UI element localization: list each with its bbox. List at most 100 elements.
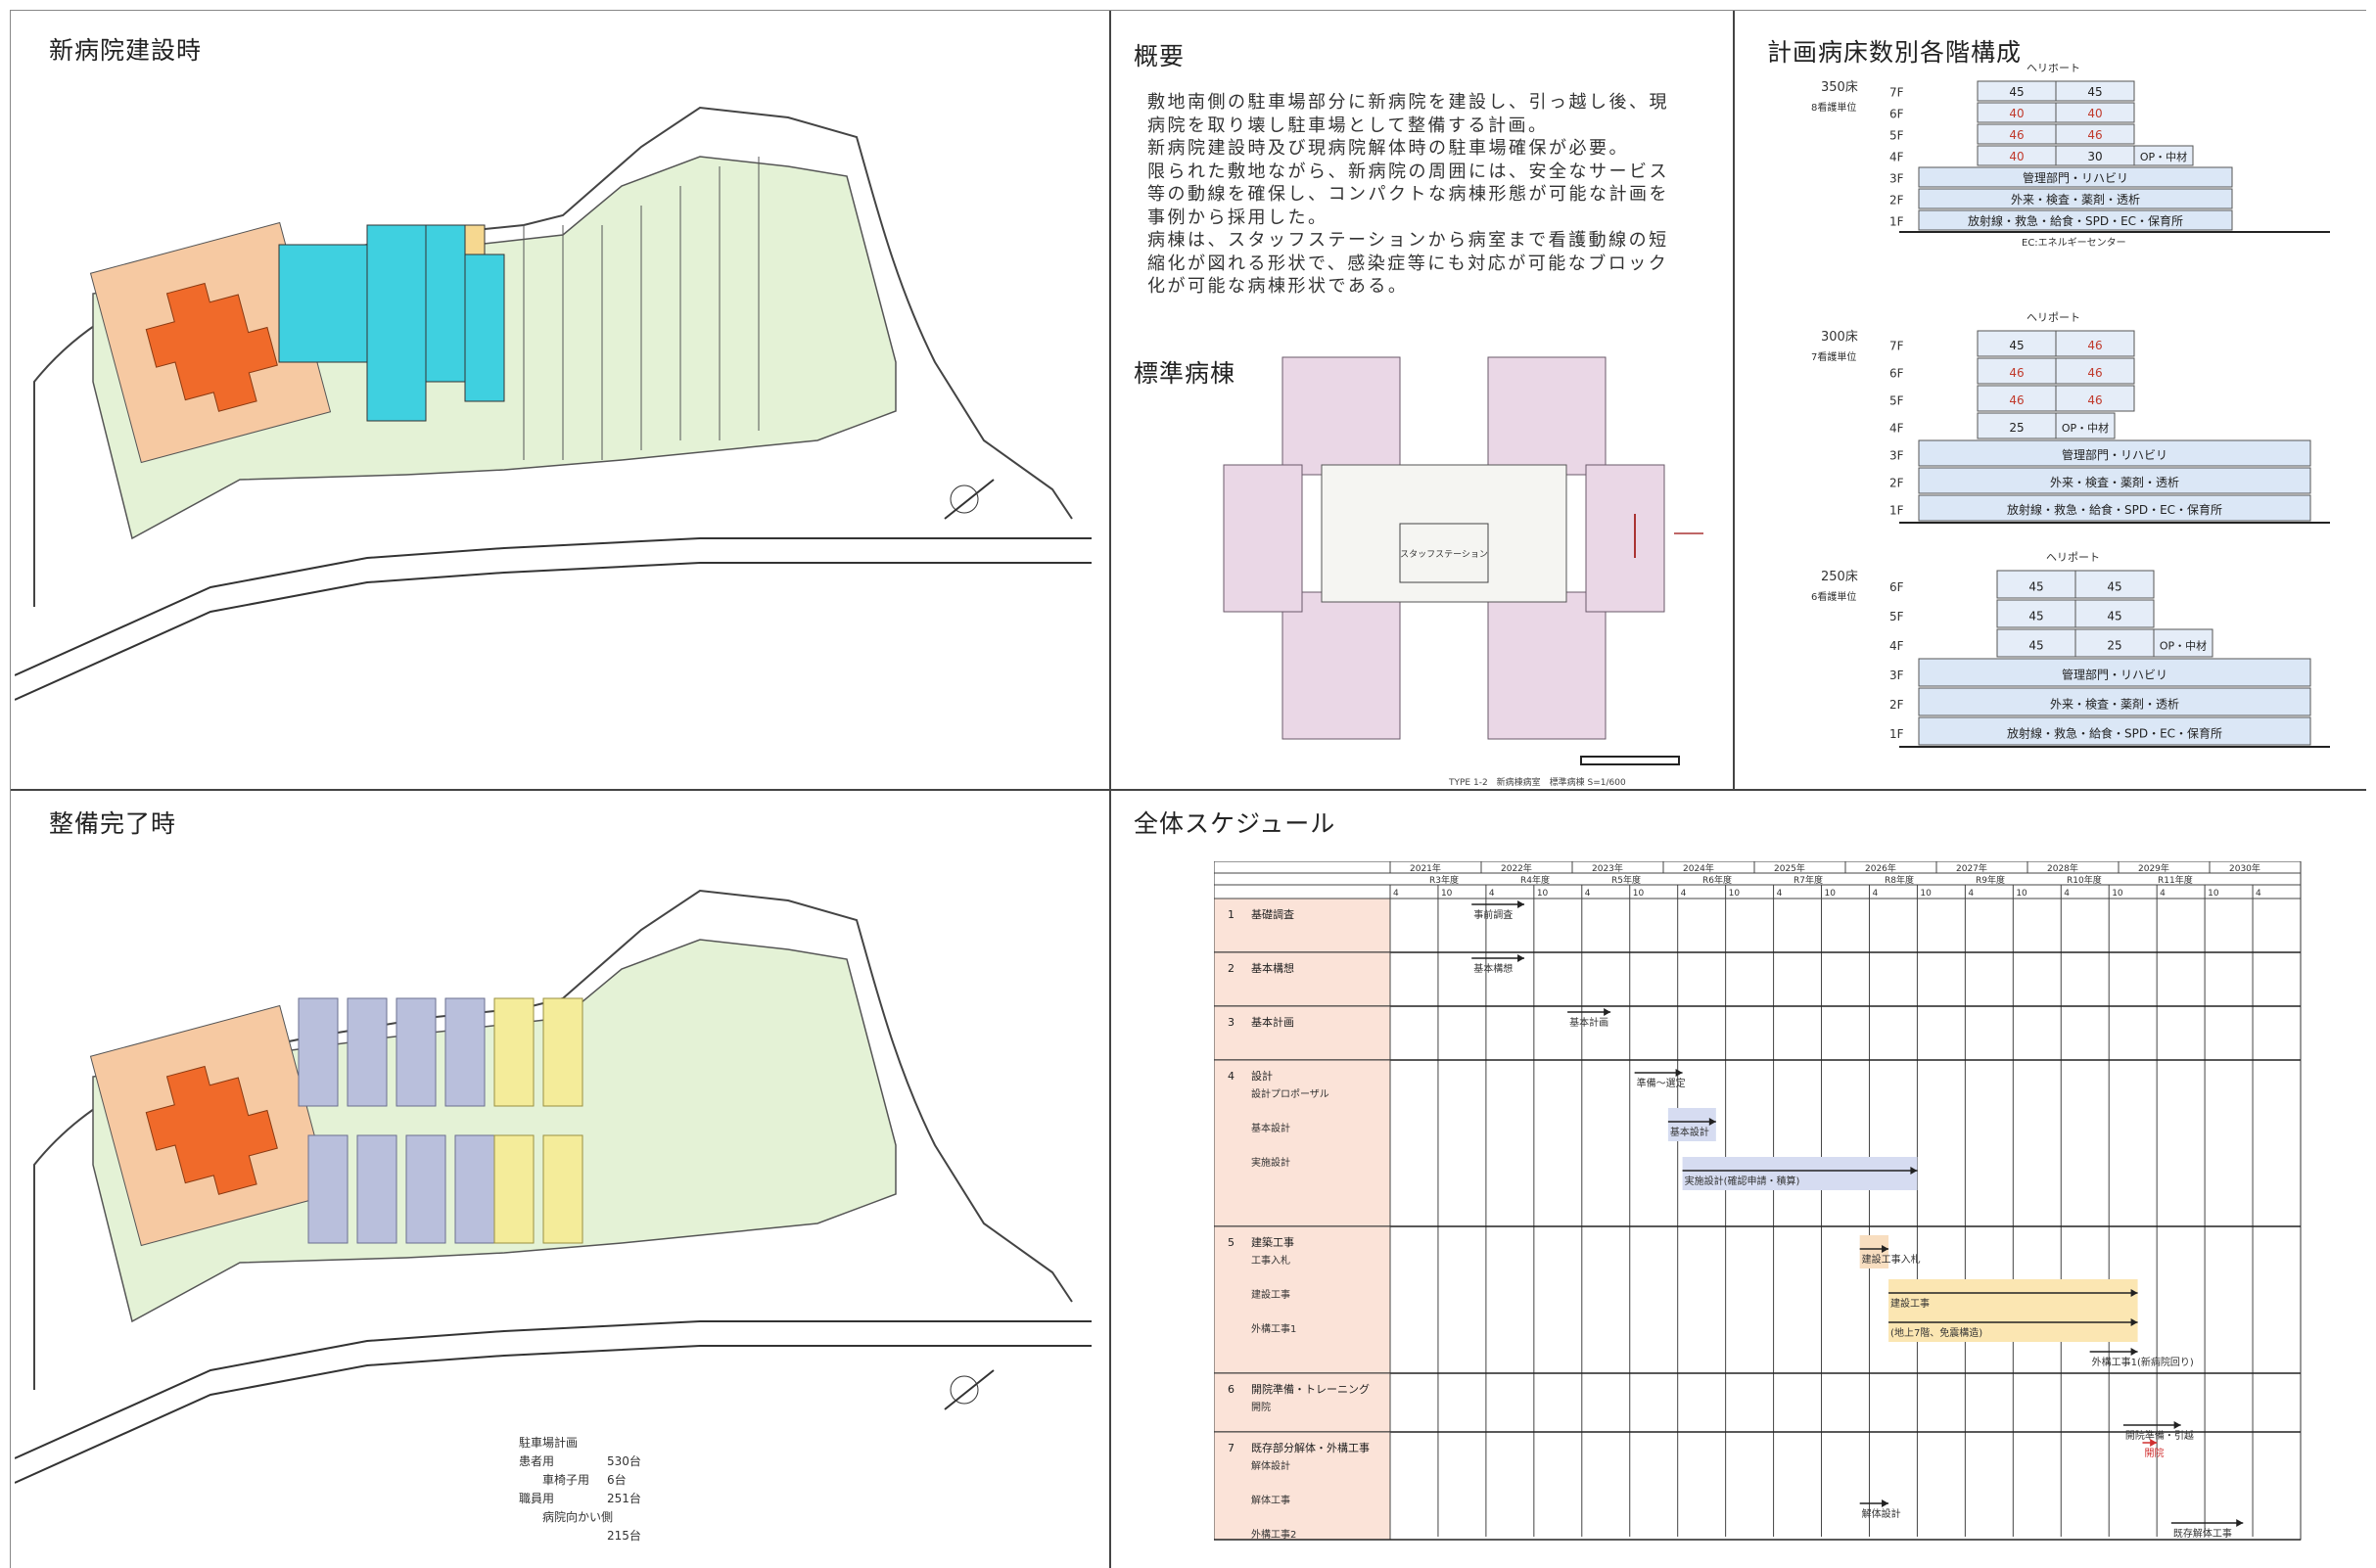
gantt-bar-label: 建設工事入札 <box>1862 1253 1921 1266</box>
ward-cell <box>2055 385 2135 412</box>
ward-cell-value: 46 <box>2087 393 2102 407</box>
gantt-bar-label: 開院準備・引越 <box>2125 1429 2194 1442</box>
title-overview: 概要 <box>1134 42 1186 70</box>
existing-hospital-wing-c <box>464 254 505 402</box>
gantt-bar-fill <box>1682 1157 1918 1190</box>
parking-row: 215台 <box>607 1529 641 1543</box>
month-label: 10 <box>1441 889 1453 899</box>
existing-hospital-wing-a <box>366 224 427 422</box>
month-label: 10 <box>1825 889 1837 899</box>
year-label: 2028年 <box>2047 862 2078 874</box>
section-subtask: 解体工事 <box>1251 1494 1290 1506</box>
overview-line: 敷地南側の駐車場部分に新病院を建設し、引っ越し後、現 <box>1147 92 1669 113</box>
floor-bar-label: 放射線・救急・給食・SPD・EC・保育所 <box>2007 725 2222 740</box>
fiscal-label: R8年度 <box>1885 874 1914 886</box>
floor-label: 1F <box>1889 504 1904 518</box>
new-hospital-building <box>145 282 278 412</box>
fiscal-label: R6年度 <box>1702 874 1732 886</box>
ward-cell-value: 46 <box>2009 128 2024 142</box>
overview-line: 縮化が図れる形状で、感染症等にも対応が可能なブロック <box>1147 253 1669 274</box>
section-label-cell <box>1214 1372 1391 1433</box>
gantt-bar-label: 外構工事1(新病院回り) <box>2092 1356 2194 1368</box>
gantt-bar: 外構工事1(新病院回り) <box>2089 1348 2194 1368</box>
section-subtask: 外構工事1 <box>1251 1322 1296 1335</box>
floor-label: 6F <box>1889 367 1904 381</box>
ward-cell-value: 45 <box>2009 339 2024 352</box>
floor-bar-label: 外来・検査・薬剤・透析 <box>2050 475 2179 489</box>
year-label: 2025年 <box>1774 862 1805 874</box>
gantt-bar: 開院 <box>2142 1439 2164 1459</box>
ward-cell-value: 46 <box>2009 393 2024 407</box>
op-cell <box>2055 412 2116 439</box>
floor-bar-label: 管理部門・リハビリ <box>2062 667 2167 681</box>
units-label: 6看護単位 <box>1811 590 1856 603</box>
gantt-bar-arrow <box>2173 1421 2181 1429</box>
month-label: 4 <box>1585 889 1591 899</box>
floor-label: 6F <box>1889 107 1904 120</box>
ward-cell <box>1996 628 2076 658</box>
road-edge <box>15 562 1092 701</box>
section-label-cell <box>1214 898 1391 953</box>
gantt-bar-label: 実施設計(確認申請・積算) <box>1685 1175 1800 1187</box>
site-plan-completed <box>15 889 1092 1484</box>
ward-cell-value: 40 <box>2009 107 2024 120</box>
gantt-bar: 建設工事 <box>1888 1279 2138 1313</box>
fiscal-label: R5年度 <box>1611 874 1641 886</box>
overview-line: 化が可能な病棟形状である。 <box>1147 276 1409 297</box>
ward-core <box>1321 464 1567 603</box>
floor-label: 3F <box>1889 669 1904 682</box>
new-hospital-building <box>145 1065 278 1195</box>
site-outline <box>33 106 1073 607</box>
site-plan-construction <box>15 106 1092 701</box>
section-label-cell <box>1214 1005 1391 1061</box>
gantt-bar-label: 基本計画 <box>1569 1016 1608 1029</box>
staff-parking <box>493 997 583 1244</box>
floor-bar <box>1918 209 2233 231</box>
floor-bar-label: 放射線・救急・給食・SPD・EC・保育所 <box>2007 502 2222 517</box>
ward-block-e <box>1585 464 1665 613</box>
section-subtask: 解体設計 <box>1251 1459 1290 1472</box>
ward-floor-plan: スタッフステーション <box>1223 356 1703 765</box>
ward-cell-value: 45 <box>2028 609 2043 623</box>
op-cell <box>2153 628 2213 658</box>
fiscal-label: R10年度 <box>2067 874 2102 886</box>
floor-label: 2F <box>1889 193 1904 207</box>
gantt-bar-label: 解体設計 <box>1862 1507 1901 1520</box>
gantt-bar-arrow <box>2130 1289 2138 1297</box>
ward-cell-value: 46 <box>2087 128 2102 142</box>
month-label: 10 <box>1920 889 1932 899</box>
floor-bar <box>1918 188 2233 209</box>
section-title: 設計 <box>1251 1069 1273 1083</box>
month-label: 4 <box>1968 889 1974 899</box>
section-title: 基礎調査 <box>1251 907 1294 921</box>
overview-line: 病院を取り壊し駐車場として整備する計画。 <box>1147 115 1549 136</box>
fiscal-label: R7年度 <box>1794 874 1823 886</box>
overview-line: 等の動線を確保し、コンパクトな病棟形態が可能な計画を <box>1147 184 1669 205</box>
gantt-frame <box>1214 861 2302 1541</box>
month-label: 4 <box>2064 889 2070 899</box>
month-label: 4 <box>1872 889 1878 899</box>
ward-caption: TYPE 1-2 新病棟病室 標準病棟 S=1/600 <box>1449 778 1626 788</box>
year-label: 2021年 <box>1410 862 1441 874</box>
staff-station-label: スタッフステーション <box>1400 549 1488 560</box>
op-cell-label: OP・中材 <box>2140 150 2187 163</box>
existing-hospital-annex <box>464 224 486 255</box>
section-subtask: 開院 <box>1251 1401 1271 1413</box>
section-title: 開院準備・トレーニング <box>1251 1382 1370 1396</box>
parking-rows <box>523 157 760 460</box>
floor-bar <box>1918 439 2311 467</box>
ward-cell-value: 46 <box>2087 339 2102 352</box>
gantt-bar-arrow <box>1910 1167 1918 1175</box>
road-edge <box>15 1345 1092 1484</box>
section-subtask: 建設工事 <box>1251 1288 1290 1301</box>
floor-label: 2F <box>1889 477 1904 490</box>
ward-cell <box>2055 80 2135 102</box>
units-label: 7看護単位 <box>1811 350 1856 363</box>
section-number: 5 <box>1228 1236 1235 1249</box>
title-floors: 計画病床数別各階構成 <box>1767 38 2023 67</box>
ward-cell-value: 45 <box>2107 579 2121 593</box>
